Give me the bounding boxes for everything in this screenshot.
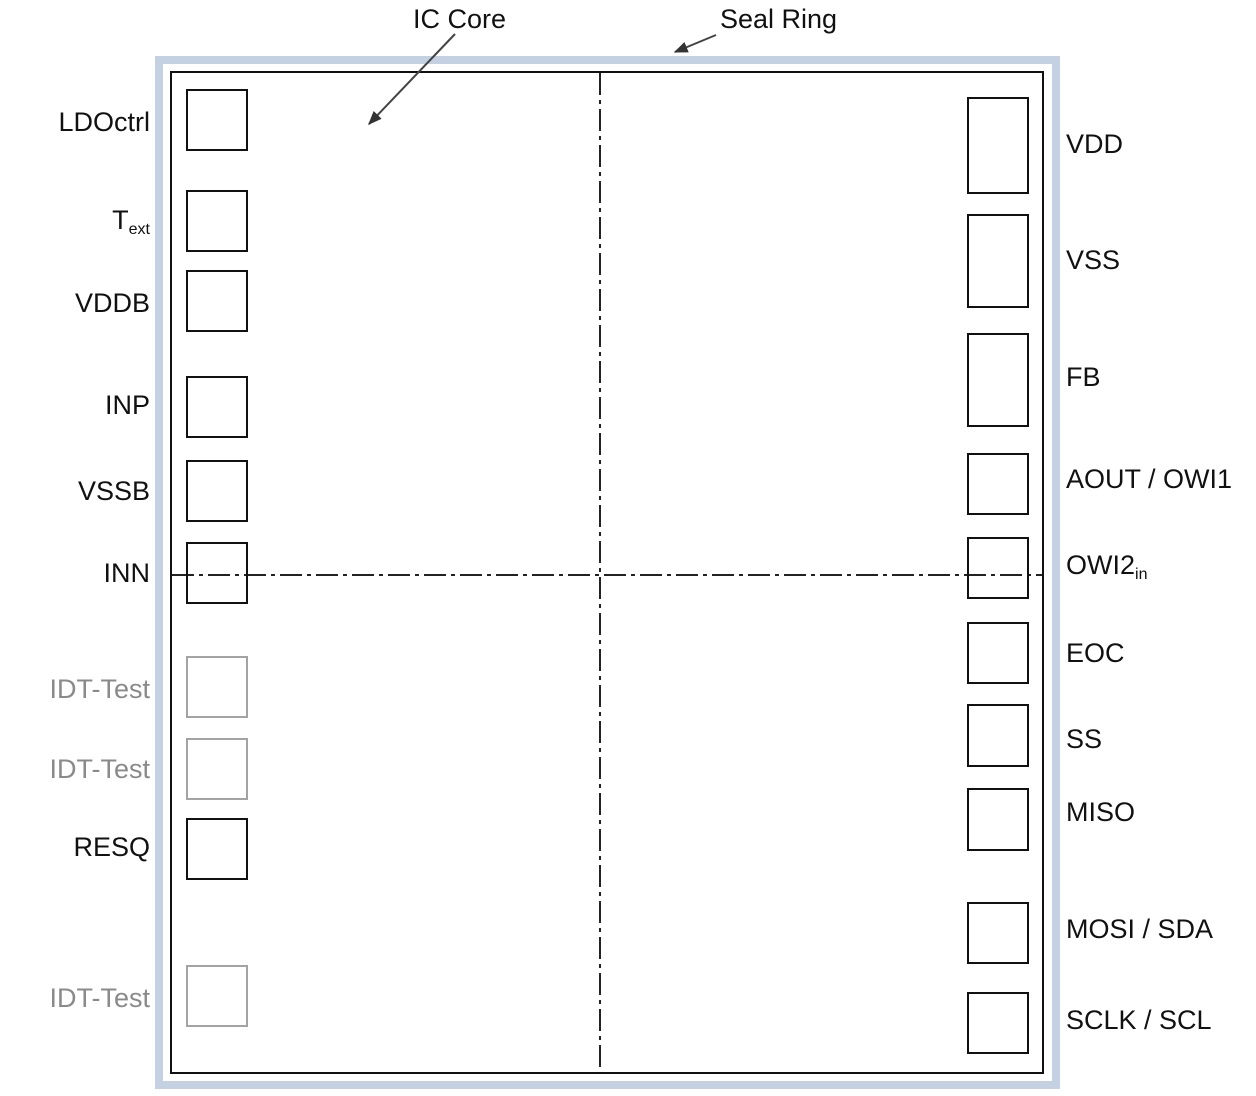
label-text-sub: ext — [128, 221, 150, 238]
label-idt-test-2: IDT-Test — [49, 754, 150, 784]
label-vdd: VDD — [1066, 129, 1124, 159]
label-mosi-sda: MOSI / SDA — [1066, 914, 1214, 944]
label-fb: FB — [1066, 362, 1101, 392]
pad-eoc — [967, 622, 1029, 684]
pad-inn — [186, 542, 248, 604]
label-owi2-sub: in — [1135, 566, 1148, 583]
pad-vssb — [186, 460, 248, 522]
label-inn: INN — [103, 558, 151, 588]
label-text: Text — [112, 207, 150, 238]
seal-ring-callout: Seal Ring — [720, 4, 838, 34]
pad-miso — [967, 788, 1029, 851]
pad-vdd — [967, 97, 1029, 194]
pad-ldoctrl — [186, 89, 248, 151]
pad-mosi-sda — [967, 902, 1029, 964]
label-resq: RESQ — [73, 832, 150, 862]
pad-text — [186, 190, 248, 252]
label-sclk-scl: SCLK / SCL — [1066, 1005, 1212, 1035]
label-ldoctrl: LDOctrl — [58, 107, 150, 137]
seal-ring-arrow-icon — [673, 34, 717, 53]
pad-sclk-scl — [967, 992, 1029, 1054]
label-idt-test-3: IDT-Test — [49, 983, 150, 1013]
pad-resq — [186, 818, 248, 880]
ic-core-arrow-icon — [368, 33, 456, 126]
label-vssb: VSSB — [77, 476, 150, 506]
pad-owi2in — [967, 537, 1029, 599]
label-aout-owi1: AOUT / OWI1 — [1066, 464, 1233, 494]
label-eoc: EOC — [1066, 638, 1125, 668]
label-inp: INP — [104, 390, 150, 420]
pad-vddb — [186, 270, 248, 332]
label-text-main: T — [112, 205, 129, 235]
pad-ss — [967, 704, 1029, 767]
pad-fb — [967, 333, 1029, 427]
pad-idt-test-3 — [186, 965, 248, 1027]
pad-inp — [186, 376, 248, 438]
ic-core — [170, 71, 1044, 1074]
pad-idt-test-1 — [186, 656, 248, 718]
pad-idt-test-2 — [186, 738, 248, 800]
label-miso: MISO — [1066, 797, 1136, 827]
pad-aout-owi1 — [967, 453, 1029, 515]
label-idt-test-1: IDT-Test — [49, 674, 150, 704]
ic-core-callout: IC Core — [413, 4, 507, 34]
pad-vss — [967, 214, 1029, 308]
label-owi2-main: OWI2 — [1066, 550, 1136, 580]
label-owi2in: OWI2in — [1066, 552, 1147, 583]
label-ss: SS — [1066, 724, 1103, 754]
seal-ring — [155, 56, 1060, 1089]
label-vddb: VDDB — [74, 288, 150, 318]
label-vss: VSS — [1066, 245, 1121, 275]
